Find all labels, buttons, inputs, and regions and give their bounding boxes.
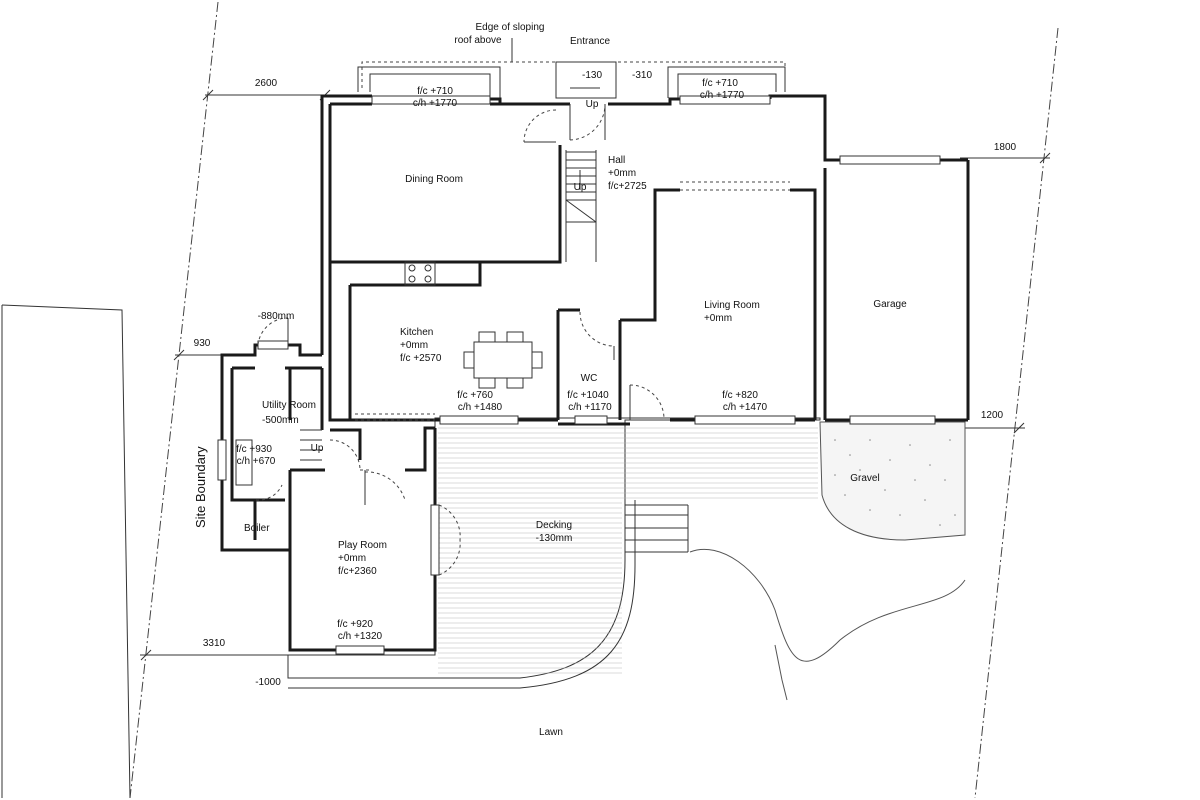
doors [255,104,665,576]
openings [355,181,790,421]
utility-window-fc: f/c +930 [236,444,272,455]
level-880-label: -880mm [258,311,295,322]
utility-room-name: Utility Room [262,400,316,411]
play-room-name: Play Room [338,540,387,551]
windows [217,95,941,655]
wc-window-ch: c/h +1170 [568,402,612,413]
dining-table [463,331,543,389]
garage-name: Garage [873,299,907,310]
level-1000-label: -1000 [255,677,281,688]
kitchen-name: Kitchen [400,327,433,338]
gravel-label: Gravel [850,473,879,484]
sloping-roof-edge [357,61,786,99]
play-window-ch: c/h +1320 [338,631,383,642]
dining-room-name: Dining Room [405,174,463,185]
kitchen-window-ch: c/h +1480 [458,402,503,413]
site-boundary-label: Site Boundary [193,446,208,528]
living-room-level: +0mm [704,313,732,324]
dim-1200: 1200 [981,410,1004,421]
decking-level: -130mm [536,533,573,544]
living-front-window-ch: c/h +1770 [700,90,745,101]
play-window-fc: f/c +920 [337,619,373,630]
kitchen-ceiling: f/c +2570 [400,353,442,364]
living-rear-window-fc: f/c +820 [722,390,758,401]
play-room-ceiling: f/c+2360 [338,566,377,577]
hall-ceiling: f/c+2725 [608,181,647,192]
step-310-label: -310 [632,70,652,81]
dim-1800: 1800 [994,142,1017,153]
hall-name: Hall [608,155,625,166]
garden-path-edge [774,644,788,701]
wc-window-fc: f/c +1040 [567,390,609,401]
utility-sink [235,439,253,486]
edge-roof-label-2: roof above [454,35,502,46]
gravel-texture [834,439,956,526]
utility-room-level: -500mm [262,415,299,426]
lawn-label: Lawn [539,727,563,738]
staircase [565,151,597,223]
utility-window-ch: c/h +670 [237,456,276,467]
up-entrance-label: Up [586,99,599,110]
boiler-name: Boiler [244,523,270,534]
hall-level: +0mm [608,168,636,179]
kitchen-window-fc: f/c +760 [457,390,493,401]
living-front-window-fc: f/c +710 [702,78,738,89]
decking-area [287,417,821,689]
dim-3310: 3310 [203,638,226,649]
dim-2600: 2600 [255,78,278,89]
entrance-label: Entrance [570,36,610,47]
dining-window-ch: c/h +1770 [413,98,458,109]
kitchen-level: +0mm [400,340,428,351]
up-stair-label: Up [574,182,587,193]
dining-window-fc: f/c +710 [417,86,453,97]
gravel-area [819,421,966,541]
up-utility-label: Up [311,443,324,454]
labels: Edge of sloping roof above Entrance -130… [193,22,1017,738]
decking-name: Decking [536,520,572,531]
living-rear-window-ch: c/h +1470 [723,402,768,413]
site-boundaries [1,1,1059,799]
dim-930: 930 [194,338,211,349]
edge-roof-label-1: Edge of sloping [476,22,545,33]
play-room-level: +0mm [338,553,366,564]
garden-bed-outline [689,548,966,662]
decking-boards [438,427,818,674]
step-130-label: -130 [582,70,602,81]
kitchen-hob [404,261,436,286]
living-room-name: Living Room [704,300,760,311]
wc-name: WC [581,373,598,384]
